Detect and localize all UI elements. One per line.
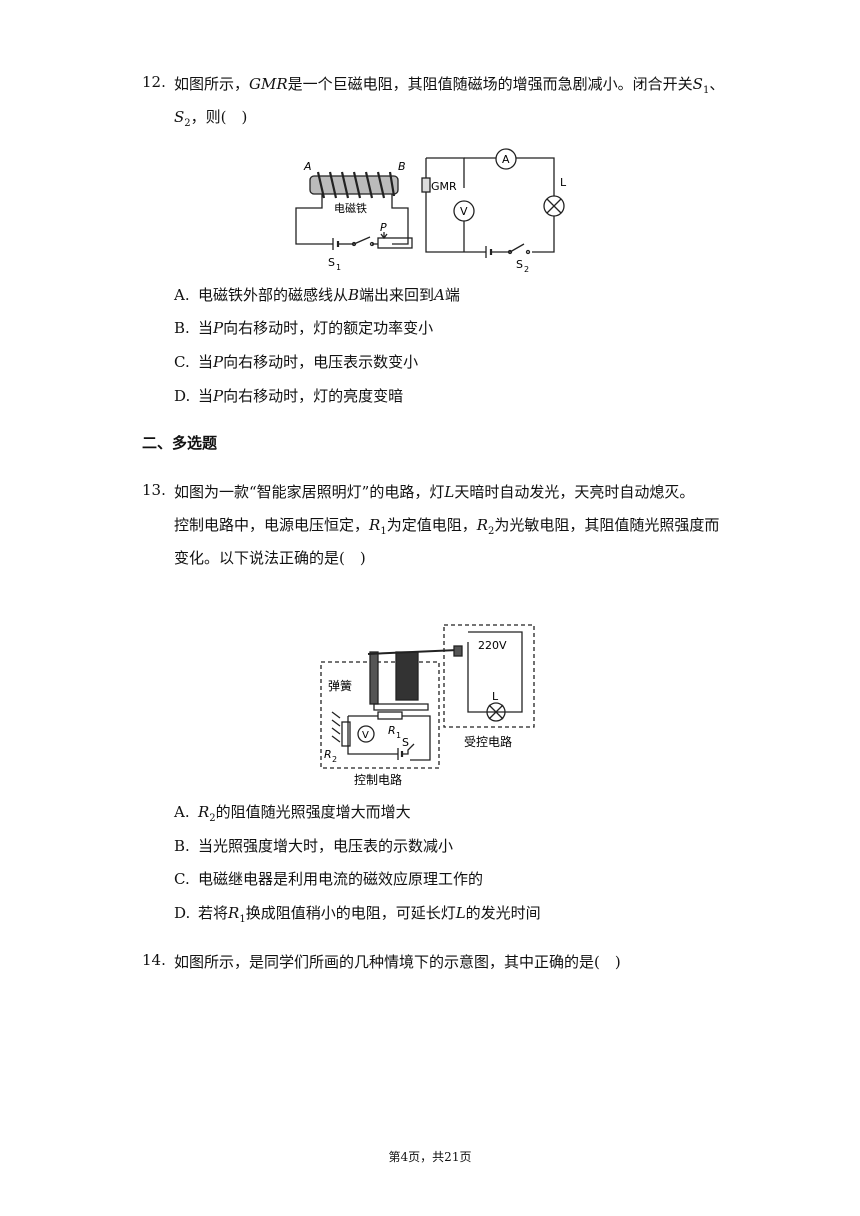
var: A [434,286,445,304]
option-label: C. [174,870,190,888]
circuit-figure-relay: 弹簧 220V L R 1 R 2 V S 受控电路 控制电路 [320,624,535,787]
text: 向右移动时，电压表示数变小 [223,353,419,371]
text: 、 [709,75,725,93]
question-number: 14. [142,951,166,969]
label-gmr: GMR [431,180,457,193]
option-d[interactable]: D. 当P向右移动时，灯的亮度变暗 [174,385,403,406]
var-r2: R [476,516,488,534]
text: 的发光时间 [465,904,541,922]
label-spring: 弹簧 [328,678,352,693]
var-r1: R [369,516,381,534]
text: 是一个巨磁电阻，其阻值随磁场的增强而急剧减小。闭合开关 [287,75,693,93]
question-text-line: 如图所示，是同学们所画的几种情境下的示意图，其中正确的是( ) [174,953,621,971]
text: 端出来回到 [359,286,435,304]
text: 电磁铁外部的磁感线从 [198,286,349,304]
text: 当 [198,319,214,337]
var-l: L [444,483,455,501]
text: 电磁继电器是利用电流的磁效应原理工作的 [198,870,484,888]
question-text-line: S2，则( ) [174,106,247,129]
label-r1-sub: 1 [396,731,401,740]
question-text-line: 变化。以下说法正确的是( ) [174,549,366,567]
option-d[interactable]: D. 若将R1换成阻值稍小的电阻，可延长灯L的发光时间 [174,902,541,925]
option-b[interactable]: B. 当光照强度增大时，电压表的示数减小 [174,835,453,856]
option-c[interactable]: C. 电磁继电器是利用电流的磁效应原理工作的 [174,868,483,889]
section-heading: 二、多选题 [142,434,218,452]
var: R [228,904,240,922]
label-r1: R [388,724,396,737]
label-s1: S [328,256,335,269]
text: 换成阻值稍小的电阻，可延长灯 [245,904,456,922]
var: B [348,286,360,304]
option-b[interactable]: B. 当P向右移动时，灯的额定功率变小 [174,317,433,338]
text: 当 [198,387,214,405]
text: ，则( ) [190,108,248,126]
option-c[interactable]: C. 当P向右移动时，电压表示数变小 [174,351,418,372]
question-number: 13. [142,481,166,499]
option-a[interactable]: A. 电磁铁外部的磁感线从B端出来回到A端 [174,284,460,305]
subscript: 1 [702,85,710,96]
text: 的阻值随光照强度增大而增大 [215,803,411,821]
label-s2-sub: 2 [524,265,529,274]
text: 当光照强度增大时，电压表的示数减小 [198,837,454,855]
text: 天暗时自动发光，天亮时自动熄灭。 [454,483,695,501]
option-label: A. [174,803,190,821]
var-s1: S [692,75,703,93]
voltmeter-label: V [460,205,468,218]
option-label: B. [174,319,190,337]
label-switch: S [402,736,409,749]
text: 控制电路中，电源电压恒定， [174,516,370,534]
label-r2: R [324,748,332,761]
label-s2: S [516,258,523,271]
option-label: D. [174,904,191,922]
label-r2-sub: 2 [332,755,337,764]
subscript: 2 [488,526,495,537]
var-s2: S [174,108,185,126]
text: 向右移动时，灯的亮度变暗 [223,387,404,405]
text: 为定值电阻， [386,516,477,534]
page-footer: 第4页，共21页 [388,1150,472,1164]
circuit-figure-gmr: A B 电磁铁 P S 1 GMR V A L S 2 [295,148,567,274]
text: 如图为一款“智能家居照明灯”的电路，灯 [174,483,445,501]
question-text-line: 如图所示，GMR是一个巨磁电阻，其阻值随磁场的增强而急剧减小。闭合开关S1、 [174,73,724,96]
lamp-label: L [560,176,567,189]
ammeter-label: A [502,153,510,166]
voltmeter-label: V [362,730,369,741]
var: P [213,319,224,337]
label-control-circuit: 控制电路 [354,772,402,787]
var: P [213,387,224,405]
label-s1-sub: 1 [336,263,341,272]
text: 若将 [198,904,229,922]
var: P [213,353,224,371]
lamp-label: L [492,690,499,703]
var: R [198,803,210,821]
label-a: A [303,160,312,173]
label-p: P [380,221,387,234]
subscript: 2 [209,813,216,824]
text: 当 [198,353,214,371]
question-text-line: 控制电路中，电源电压恒定，R1为定值电阻，R2为光敏电阻，其阻值随光照强度而 [174,514,719,537]
option-label: B. [174,837,190,855]
var: L [455,904,466,922]
text: 向右移动时，灯的额定功率变小 [223,319,434,337]
text: 为光敏电阻，其阻值随光照强度而 [494,516,720,534]
label-220v: 220V [478,639,507,652]
option-label: A. [174,286,190,304]
label-electromagnet: 电磁铁 [334,202,367,215]
question-number: 12. [142,73,166,91]
option-label: C. [174,353,190,371]
label-controlled-circuit: 受控电路 [464,734,512,749]
label-b: B [398,160,406,173]
subscript: 1 [239,914,246,925]
text: 端 [444,286,460,304]
subscript: 2 [184,118,191,129]
question-text-line: 如图为一款“智能家居照明灯”的电路，灯L天暗时自动发光，天亮时自动熄灭。 [174,481,694,502]
option-label: D. [174,387,191,405]
subscript: 1 [380,526,387,537]
var-gmr: GMR [249,75,288,93]
option-a[interactable]: A. R2的阻值随光照强度增大而增大 [174,801,411,824]
text: 如图所示， [174,75,250,93]
